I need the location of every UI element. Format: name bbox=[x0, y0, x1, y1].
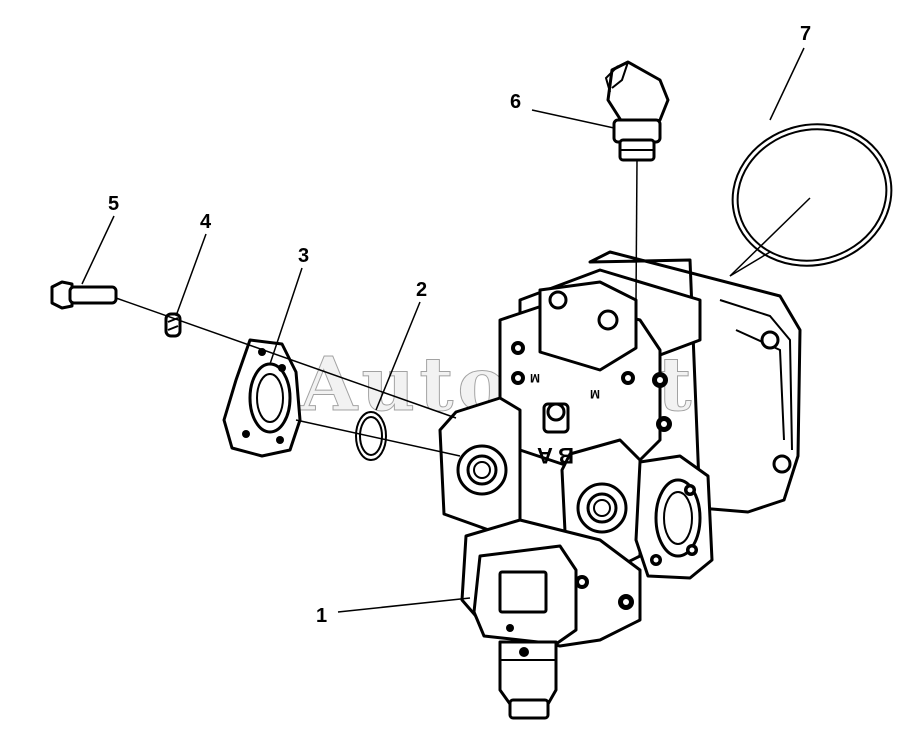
housing-stamp-m-left: M bbox=[530, 371, 540, 385]
callout-1: 1 bbox=[316, 605, 327, 627]
housing-stamp-m-right: M bbox=[590, 387, 600, 401]
callout-2: 2 bbox=[416, 279, 427, 301]
part-1-hydraulic-pump: B A M M bbox=[438, 250, 802, 720]
part-6-elbow-fitting bbox=[604, 60, 670, 162]
assembly-lines bbox=[115, 159, 771, 457]
part-7-seal-ring bbox=[731, 123, 893, 267]
callout-4: 4 bbox=[200, 211, 212, 233]
callout-7: 7 bbox=[800, 23, 811, 45]
housing-stamp-ba: B A bbox=[537, 443, 574, 468]
part-5-bolt bbox=[50, 280, 118, 310]
part-3-flange bbox=[222, 338, 302, 458]
part-4-lock-washer bbox=[164, 312, 182, 338]
callout-3: 3 bbox=[298, 245, 309, 267]
part-2-o-ring bbox=[355, 411, 387, 461]
leader-lines bbox=[81, 47, 811, 613]
callout-6: 6 bbox=[510, 91, 521, 113]
callout-5: 5 bbox=[108, 193, 119, 215]
